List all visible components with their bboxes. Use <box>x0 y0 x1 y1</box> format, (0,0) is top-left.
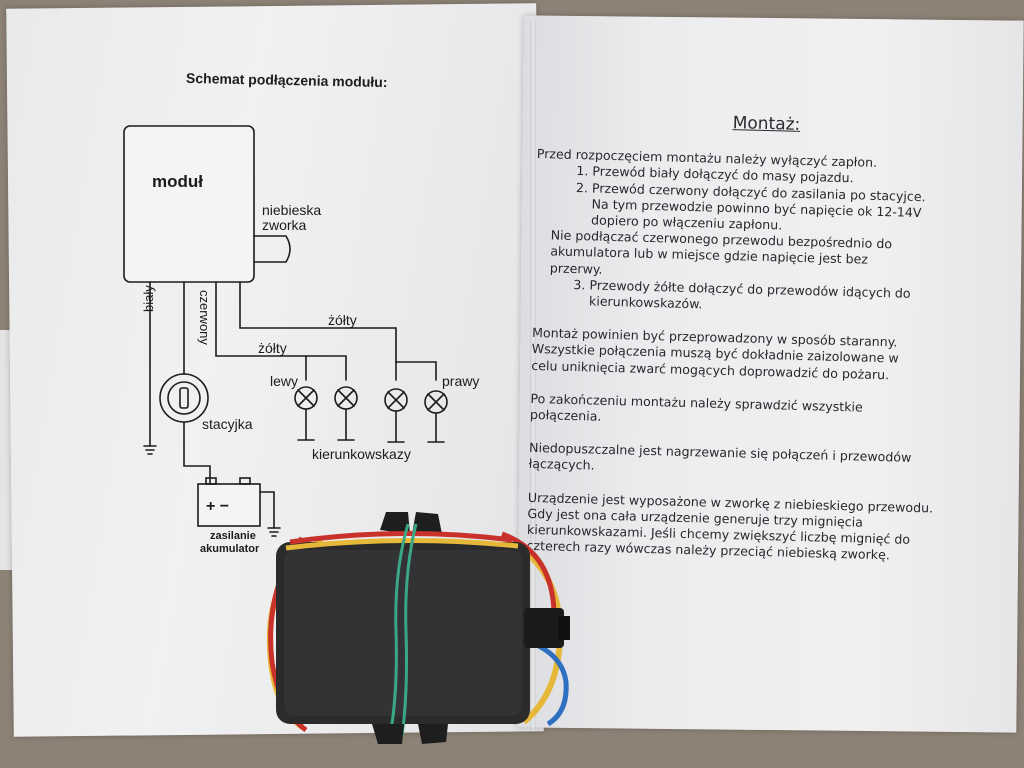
right-label: prawy <box>442 373 480 389</box>
rubber-band <box>388 523 418 737</box>
red-wire-label: czerwony <box>197 290 212 345</box>
module-block <box>123 125 255 283</box>
lamp-right-2 <box>424 390 448 443</box>
paragraph-jumper: Urządzenie jest wyposażone w zworkę z ni… <box>526 489 934 563</box>
yellow-top-label: żółty <box>328 312 357 328</box>
battery-block <box>197 483 261 527</box>
physical-module-photo <box>266 512 570 744</box>
ground-symbol-white <box>143 445 157 455</box>
battery-label-1: zasilanie <box>210 530 256 542</box>
wiring-diagram <box>123 125 448 537</box>
blue-jumper-label-2: zworka <box>262 217 307 233</box>
module-label: moduł <box>152 172 203 191</box>
lamp-left-2 <box>334 386 358 441</box>
module-connector <box>524 608 564 648</box>
lamp-right-1 <box>384 388 408 443</box>
paragraph-heating: Niedopuszczalne jest nagrzewanie się poł… <box>528 440 912 474</box>
ground-symbol-battery <box>267 527 281 537</box>
lamp-left-1 <box>294 386 318 441</box>
yellow-wire-top <box>239 281 397 363</box>
module-mount-tabs <box>380 512 442 534</box>
installation-instructions: Montaż: Przed rozpoczęciem montażu należ… <box>526 110 1008 584</box>
left-label: lewy <box>270 373 299 389</box>
white-wire-label: biały <box>141 285 156 312</box>
yellow-wire-mid <box>215 281 307 381</box>
battery-terminals: + − <box>206 498 230 515</box>
ignition-label: stacyjka <box>202 416 253 432</box>
paragraph-care: Montaż powinien być przeprowadzony w spo… <box>531 325 899 382</box>
battery-label-2: akumulator <box>200 543 260 555</box>
indicators-label: kierunkowskazy <box>312 446 411 462</box>
yellow-mid-label: żółty <box>258 340 287 356</box>
jumper-loop <box>253 235 291 263</box>
blue-wire <box>523 637 569 727</box>
paragraph-check: Po zakończeniu montażu należy sprawdzić … <box>529 390 863 424</box>
paper-fold <box>530 20 536 730</box>
steps-list: Przewód biały dołączyć do masy pojazdu. … <box>535 162 1007 239</box>
blue-jumper-label-1: niebieska <box>262 202 322 218</box>
